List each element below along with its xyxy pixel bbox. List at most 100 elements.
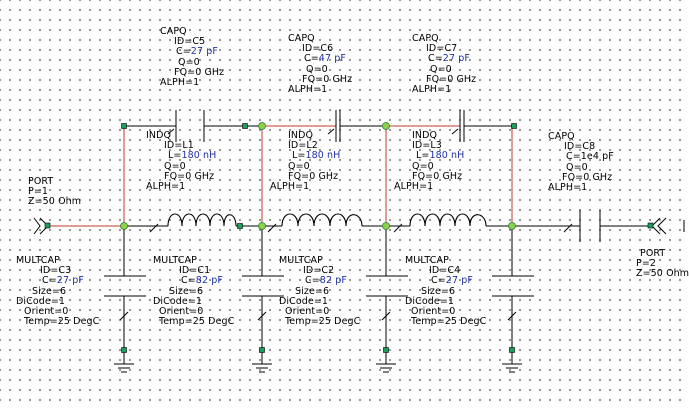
multcap-c4-label: MULTCAP ID=C4 C=27 pF Size=6 DiCode=1 Or… [405, 255, 487, 328]
indq-l1-alph: ALPH=1 [146, 181, 186, 193]
port2-name: PORT [640, 248, 666, 259]
capq-c6-q: Q=0 [306, 63, 328, 75]
capq-c5-name: CAPQ [160, 26, 187, 37]
ground-c4 [502, 352, 522, 373]
multcap-c1-name: MULTCAP [153, 255, 197, 266]
indq-l1-id: ID=L1 [164, 140, 194, 152]
multcap-c1-symbol[interactable] [242, 226, 284, 350]
indq-l1-symbol[interactable] [149, 213, 237, 233]
indq-l1-fq: FQ=0 GHz [164, 170, 215, 182]
multcap-c1-dicode: DiCode=1 [153, 295, 203, 307]
capq-c6-id: ID=C6 [302, 43, 334, 55]
indq-l2-id: ID=L2 [288, 140, 318, 152]
indq-l2-alph: ALPH=1 [270, 181, 310, 193]
capq-c8-q: Q=0 [566, 161, 588, 173]
capq-c8-alph: ALPH=1 [548, 182, 588, 194]
capq-c8-label: CAPQ ID=C8 C=1e4 pF Q=0 FQ=0 GHz ALPH=1 [548, 131, 614, 194]
multcap-c4-size: Size=6 [421, 285, 456, 297]
multcap-c3-name: MULTCAP [16, 255, 60, 266]
multcap-c2-label: MULTCAP ID=C2 C=82 pF Size=6 DiCode=1 Or… [279, 255, 361, 328]
multcap-c2-name: MULTCAP [279, 255, 323, 266]
pin-markers[interactable] [121, 123, 517, 353]
indq-l3-name: INDQ [412, 130, 438, 141]
multcap-c2-temp: Temp=25 DegC [285, 316, 361, 328]
capq-c8-c: C=1e4 pF [566, 151, 614, 163]
port1-name: PORT [28, 176, 54, 187]
port1-z: Z=50 Ohm [28, 196, 82, 208]
ground-c2 [376, 352, 396, 373]
capq-c7-alph: ALPH=1 [412, 84, 452, 96]
multcap-c1-c: C=82 pF [181, 275, 223, 287]
indq-l2-q: Q=0 [288, 160, 310, 172]
multcap-c4-symbol[interactable] [492, 226, 534, 350]
indq-l1-l: L=180 nH [168, 150, 217, 162]
indq-l3-label: INDQ ID=L3 L=180 nH Q=0 FQ=0 GHz ALPH=1 [394, 130, 465, 193]
multcap-c4-dicode: DiCode=1 [405, 295, 455, 307]
indq-l1-name: INDQ [146, 130, 172, 141]
multcap-c1-label: MULTCAP ID=C1 C=82 pF Size=6 DiCode=1 Or… [153, 255, 234, 327]
capq-c7-symbol[interactable] [451, 110, 465, 142]
port1-symbol[interactable] [33, 217, 51, 235]
indq-l3-symbol[interactable] [393, 213, 487, 233]
capq-c5-q: Q=0 [178, 56, 200, 68]
multcap-c1-id: ID=C1 [179, 265, 211, 277]
multcap-c4-id: ID=C4 [429, 265, 461, 277]
multcap-c3-symbol[interactable] [104, 226, 146, 350]
indq-l3-q: Q=0 [412, 160, 434, 172]
capq-c6-alph: ALPH=1 [288, 84, 328, 96]
multcap-c1-orient: Orient=0 [159, 306, 204, 318]
multcap-c3-temp: Temp=25 DegC [24, 316, 100, 328]
port1-p: P=1 [28, 186, 49, 198]
capq-c5-fq: FQ=0 GHz [174, 66, 225, 78]
capq-c7-fq: FQ=0 GHz [426, 73, 477, 85]
junction-nodes[interactable] [120, 122, 516, 230]
indq-l1-label: INDQ ID=L1 L=180 nH Q=0 FQ=0 GHz ALPH=1 [146, 130, 217, 193]
port2-symbol[interactable] [647, 217, 685, 235]
capq-c6-symbol[interactable] [327, 110, 341, 142]
multcap-c2-symbol[interactable] [366, 226, 408, 350]
capq-c6-c: C=47 pF [304, 53, 346, 65]
capq-c8-name: CAPQ [548, 131, 575, 142]
multcap-c4-name: MULTCAP [405, 255, 449, 266]
capq-c8-symbol[interactable] [563, 210, 601, 242]
ground-c1 [252, 352, 272, 373]
port2-z: Z=50 Ohm [636, 268, 689, 280]
indq-l1-q: Q=0 [164, 160, 186, 172]
multcap-c3-size: Size=6 [32, 285, 67, 297]
port2-label: PORT P=2 Z=50 Ohm [636, 248, 689, 280]
capq-c5-label: CAPQ ID=C5 C=27 pF Q=0 FQ=0 GHz ALPH=1 [160, 26, 225, 89]
multcap-c2-c: C=82 pF [305, 275, 347, 287]
capq-c7-label: CAPQ ID=C7 C=27 pF Q=0 FQ=0 GHz ALPH=1 [412, 33, 477, 96]
multcap-c1-size: Size=6 [169, 285, 204, 297]
indq-l2-name: INDQ [288, 130, 314, 141]
capq-c6-fq: FQ=0 GHz [302, 73, 353, 85]
multcap-c4-c: C=27 pF [431, 275, 473, 287]
multcap-c2-orient: Orient=0 [285, 306, 330, 318]
port2-p: P=2 [636, 258, 657, 270]
indq-l2-label: INDQ ID=L2 L=180 nH Q=0 FQ=0 GHz ALPH=1 [270, 130, 341, 193]
capq-c6-name: CAPQ [288, 33, 315, 44]
multcap-c3-dicode: DiCode=1 [16, 295, 66, 307]
capq-c7-id: ID=C7 [426, 43, 458, 55]
indq-l2-fq: FQ=0 GHz [288, 170, 339, 182]
indq-l2-l: L=180 nH [292, 150, 341, 162]
capq-c6-label: CAPQ ID=C6 C=47 pF Q=0 FQ=0 GHz ALPH=1 [288, 33, 353, 96]
multcap-c3-id: ID=C3 [40, 265, 72, 277]
capq-c5-id: ID=C5 [174, 36, 206, 48]
multcap-c4-orient: Orient=0 [411, 306, 456, 318]
indq-l3-fq: FQ=0 GHz [412, 170, 463, 182]
capq-c8-fq: FQ=0 GHz [562, 171, 613, 183]
capq-c8-id: ID=C8 [564, 141, 596, 153]
capq-c5-c: C=27 pF [176, 46, 218, 58]
indq-l3-l: L=180 nH [416, 150, 465, 162]
multcap-c2-size: Size=6 [295, 285, 330, 297]
multcap-c4-temp: Temp=25 DegC [411, 316, 487, 328]
capq-c5-symbol[interactable] [167, 110, 205, 142]
port1-label: PORT P=1 Z=50 Ohm [28, 176, 82, 208]
capq-c7-c: C=27 pF [428, 53, 470, 65]
indq-l2-symbol[interactable] [267, 213, 363, 233]
indq-l3-alph: ALPH=1 [394, 181, 434, 193]
multcap-c3-orient: Orient=0 [24, 306, 69, 318]
capq-c5-alph: ALPH=1 [160, 77, 200, 89]
